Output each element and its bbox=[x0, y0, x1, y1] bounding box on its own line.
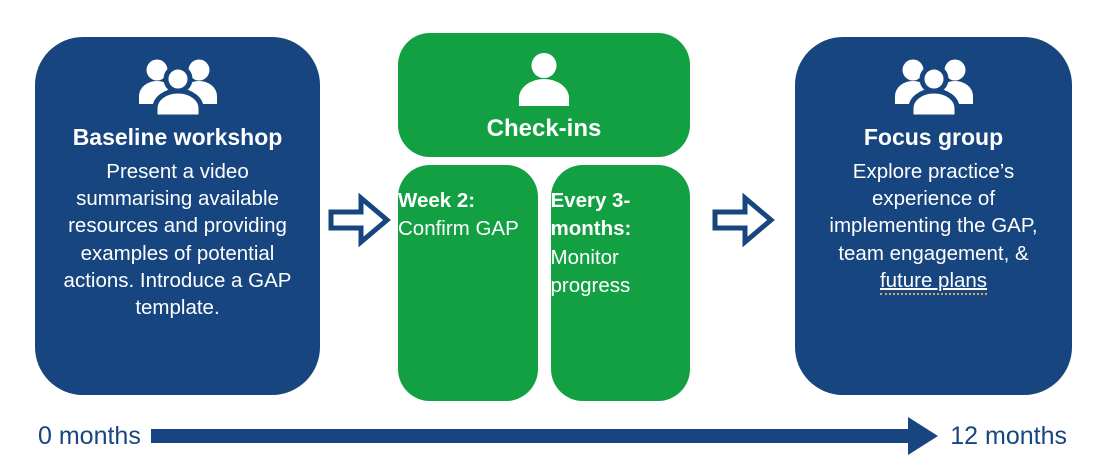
checkin-item-body: Monitor progress bbox=[550, 245, 631, 297]
focus-group-underlined-phrase: future plans bbox=[879, 268, 988, 295]
people-group-icon bbox=[136, 57, 220, 120]
arrow-right-icon bbox=[712, 192, 775, 248]
timeline-arrow-shaft bbox=[150, 429, 909, 443]
checkins-header: Check-ins bbox=[398, 33, 690, 157]
timeline-start-label: 0 months bbox=[38, 421, 141, 450]
people-group-icon bbox=[892, 57, 976, 120]
checkin-item-lead: Week 2: bbox=[398, 189, 476, 212]
checkins-title: Check-ins bbox=[486, 115, 602, 142]
flow-connector bbox=[690, 33, 795, 249]
person-icon bbox=[515, 52, 573, 106]
timeline-end-label: 12 months bbox=[950, 421, 1067, 450]
stage-focus-group: Focus group Explore practice’s experienc… bbox=[795, 37, 1072, 395]
checkin-item-week2: Week 2: Confirm GAP bbox=[398, 165, 538, 401]
focus-group-description-text: Explore practice’s experience of impleme… bbox=[829, 159, 1038, 265]
focus-group-title: Focus group bbox=[863, 124, 1004, 150]
arrow-right-icon bbox=[328, 192, 391, 248]
checkin-item-every-3-months: Every 3-months: Monitor progress bbox=[550, 165, 690, 401]
timeline-arrowhead-icon bbox=[908, 417, 939, 455]
flow-connector bbox=[320, 33, 398, 249]
baseline-workshop-description: Present a video summarising available re… bbox=[63, 159, 292, 319]
focus-group-description: Explore practice’s experience of impleme… bbox=[811, 158, 1056, 295]
checkin-item-lead: Every 3-months: bbox=[550, 189, 632, 241]
checkins-sub-row: Week 2: Confirm GAP Every 3-months: Moni… bbox=[398, 165, 690, 401]
stage-baseline-workshop: Baseline workshop Present a video summar… bbox=[35, 37, 320, 395]
checkin-item-body: Confirm GAP bbox=[398, 217, 519, 241]
timeline-arrow bbox=[150, 417, 939, 455]
stages-row: Baseline workshop Present a video summar… bbox=[35, 33, 1072, 401]
stage-checkins: Check-ins Week 2: Confirm GAP Every 3-mo… bbox=[398, 33, 690, 401]
timeline: 0 months 12 months bbox=[0, 417, 1105, 455]
baseline-workshop-title: Baseline workshop bbox=[72, 124, 283, 150]
